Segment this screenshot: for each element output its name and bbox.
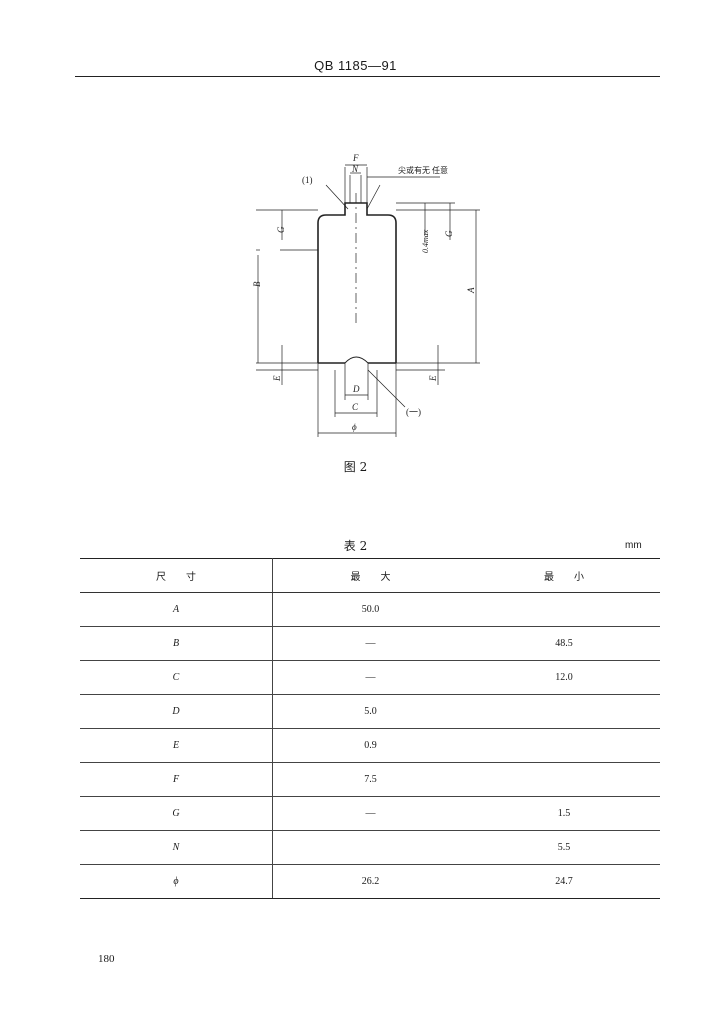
cell-dim: A (80, 592, 273, 627)
table-row: D 5.0 (80, 694, 660, 729)
table-caption: 表 2 (343, 539, 368, 553)
table-row: A 50.0 (80, 592, 660, 627)
cell-max: — (272, 626, 468, 661)
table-unit: mm (625, 540, 642, 551)
cell-min: 1.5 (468, 796, 660, 831)
table-header-row: 尺 寸 最 大 最 小 (80, 558, 660, 593)
cell-dim: C (80, 660, 273, 695)
battery-outline (317, 202, 397, 363)
cell-dim: G (80, 796, 273, 831)
label-E-left: E (272, 375, 282, 382)
standard-code: QB 1185—91 (314, 58, 397, 73)
label-A: A (466, 287, 476, 294)
header-dimension: 尺 寸 (80, 558, 273, 593)
table-row: E 0.9 (80, 728, 660, 763)
bottom-recess (344, 356, 369, 364)
dimension-table: 尺 寸 最 大 最 小 A 50.0 B — 48.5 C — 12.0 D 5… (80, 558, 660, 899)
header-rule (75, 76, 660, 77)
cell-max: 26.2 (272, 864, 468, 899)
header-max: 最 大 (272, 558, 468, 593)
label-note1: (1) (302, 175, 313, 185)
label-B: B (252, 281, 262, 287)
cell-max: 0.9 (272, 728, 468, 763)
cell-max: — (272, 660, 468, 695)
cell-dim: E (80, 728, 273, 763)
cell-max: 50.0 (272, 592, 468, 627)
page-number: 180 (98, 953, 115, 965)
cell-max (272, 830, 468, 865)
label-note-text: 尖或有无 任意 (398, 165, 448, 175)
cell-dim: F (80, 762, 273, 797)
cell-min (468, 694, 660, 729)
label-D: D (352, 384, 360, 394)
figure-caption: 图 2 (343, 460, 368, 474)
cell-min (468, 728, 660, 763)
cell-min: 24.7 (468, 864, 660, 899)
cell-max: 7.5 (272, 762, 468, 797)
cell-dim: N (80, 830, 273, 865)
label-F: F (352, 153, 359, 163)
cell-min: 5.5 (468, 830, 660, 865)
label-0.4max: 0.4max (421, 229, 430, 253)
battery-dimension-figure: F N (1) 尖或有无 任意 G 0.4max G B A E E D C ϕ… (252, 153, 480, 437)
label-G-left: G (276, 226, 286, 233)
table-row: C — 12.0 (80, 660, 660, 695)
cell-min (468, 592, 660, 627)
label-G-right: G (444, 230, 454, 237)
cell-max: 5.0 (272, 694, 468, 729)
cell-dim: D (80, 694, 273, 729)
label-note2: (一) (406, 407, 421, 417)
header-min: 最 小 (468, 558, 660, 593)
table-row: G — 1.5 (80, 796, 660, 831)
label-N: N (351, 164, 359, 174)
cell-dim: ϕ (80, 864, 273, 899)
table-row: F 7.5 (80, 762, 660, 797)
cell-max: — (272, 796, 468, 831)
cell-min: 48.5 (468, 626, 660, 661)
label-phi: ϕ (352, 422, 357, 432)
table-row: ϕ 26.2 24.7 (80, 864, 660, 899)
cell-dim: B (80, 626, 273, 661)
table-row: B — 48.5 (80, 626, 660, 661)
cell-min (468, 762, 660, 797)
label-E-right: E (428, 375, 438, 382)
label-C: C (352, 402, 359, 412)
table-row: N 5.5 (80, 830, 660, 865)
cell-min: 12.0 (468, 660, 660, 695)
